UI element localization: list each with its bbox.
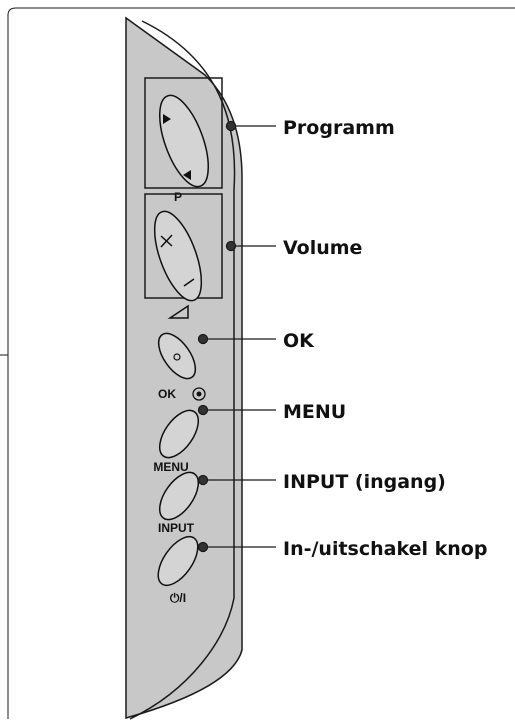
ok-button[interactable]	[151, 327, 202, 385]
volume-rocker-group	[144, 193, 223, 319]
callout-programme	[225, 120, 276, 132]
power-button[interactable]	[150, 530, 205, 592]
callout-label-menu: MENU	[283, 401, 346, 423]
power-button-group: ⏻/I	[150, 530, 205, 605]
page-frame	[0, 7, 515, 719]
up-down-triangle-rocker-icon[interactable]	[150, 89, 219, 192]
input-button-label: INPUT	[158, 521, 195, 535]
callout-input	[197, 474, 276, 486]
callout-label-power: In-/uitschakel knop	[283, 538, 487, 560]
callout-label-volume: Volume	[283, 237, 362, 259]
ok-button-group: OK	[151, 327, 206, 401]
callout-menu	[197, 404, 276, 416]
callout-label-programme: Programm	[283, 117, 395, 139]
ok-button-label: OK	[158, 387, 176, 401]
menu-button-label: MENU	[153, 460, 188, 474]
programme-rocker-group: P	[144, 77, 223, 204]
callout-volume	[225, 240, 276, 252]
menu-button-group: MENU	[152, 404, 206, 474]
callout-label-input: INPUT (ingang)	[283, 471, 446, 493]
callout-lines	[197, 120, 276, 553]
panel-inner-edge	[129, 20, 236, 720]
power-icon: ⏻/I	[170, 591, 186, 605]
input-button-group: INPUT	[152, 466, 206, 535]
ok-circle-dot-icon	[192, 387, 206, 401]
callout-power	[197, 541, 276, 553]
programme-label: P	[174, 190, 182, 204]
ok-button-dot	[173, 353, 181, 361]
input-button[interactable]	[152, 466, 206, 526]
callout-ok	[197, 333, 276, 345]
menu-button[interactable]	[152, 404, 206, 464]
volume-wedge-icon	[167, 304, 189, 319]
plus-minus-rocker-icon[interactable]	[145, 206, 211, 307]
callout-label-ok: OK	[283, 330, 315, 352]
